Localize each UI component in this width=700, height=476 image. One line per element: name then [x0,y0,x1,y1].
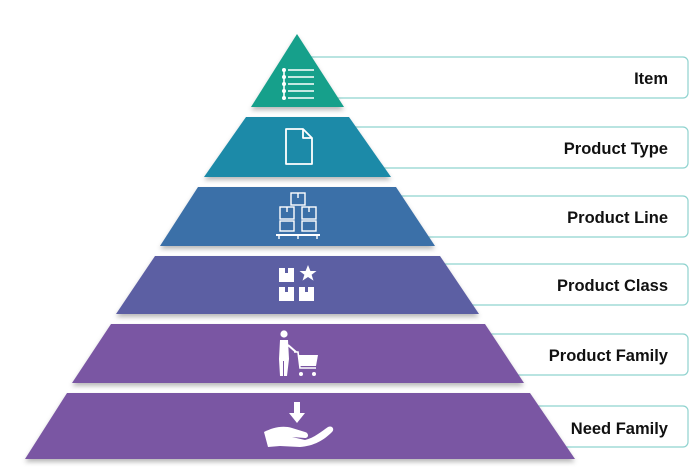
label-boxes [299,56,689,448]
tier-product-line [160,187,435,246]
label-product-class: Product Class [557,277,668,295]
pyramid-tiers [25,34,575,459]
label-product-line: Product Line [567,209,668,227]
shopper-cart-icon [279,330,318,376]
list-icon [282,68,314,100]
label-product-family: Product Family [549,347,669,365]
stacked-boxes-icon [276,192,320,239]
box-star-icon [279,265,317,301]
document-icon [285,128,313,165]
label-item: Item [634,70,668,88]
label-box-item [299,56,689,99]
hand-receive-icon [264,402,334,447]
label-product-type: Product Type [564,140,668,158]
tier-product-class [116,256,479,314]
level-labels: Item Product Type Product Line Product C… [549,70,669,438]
tier-need-family [25,393,575,459]
tier-product-type [204,117,391,177]
label-need-family: Need Family [571,420,669,438]
